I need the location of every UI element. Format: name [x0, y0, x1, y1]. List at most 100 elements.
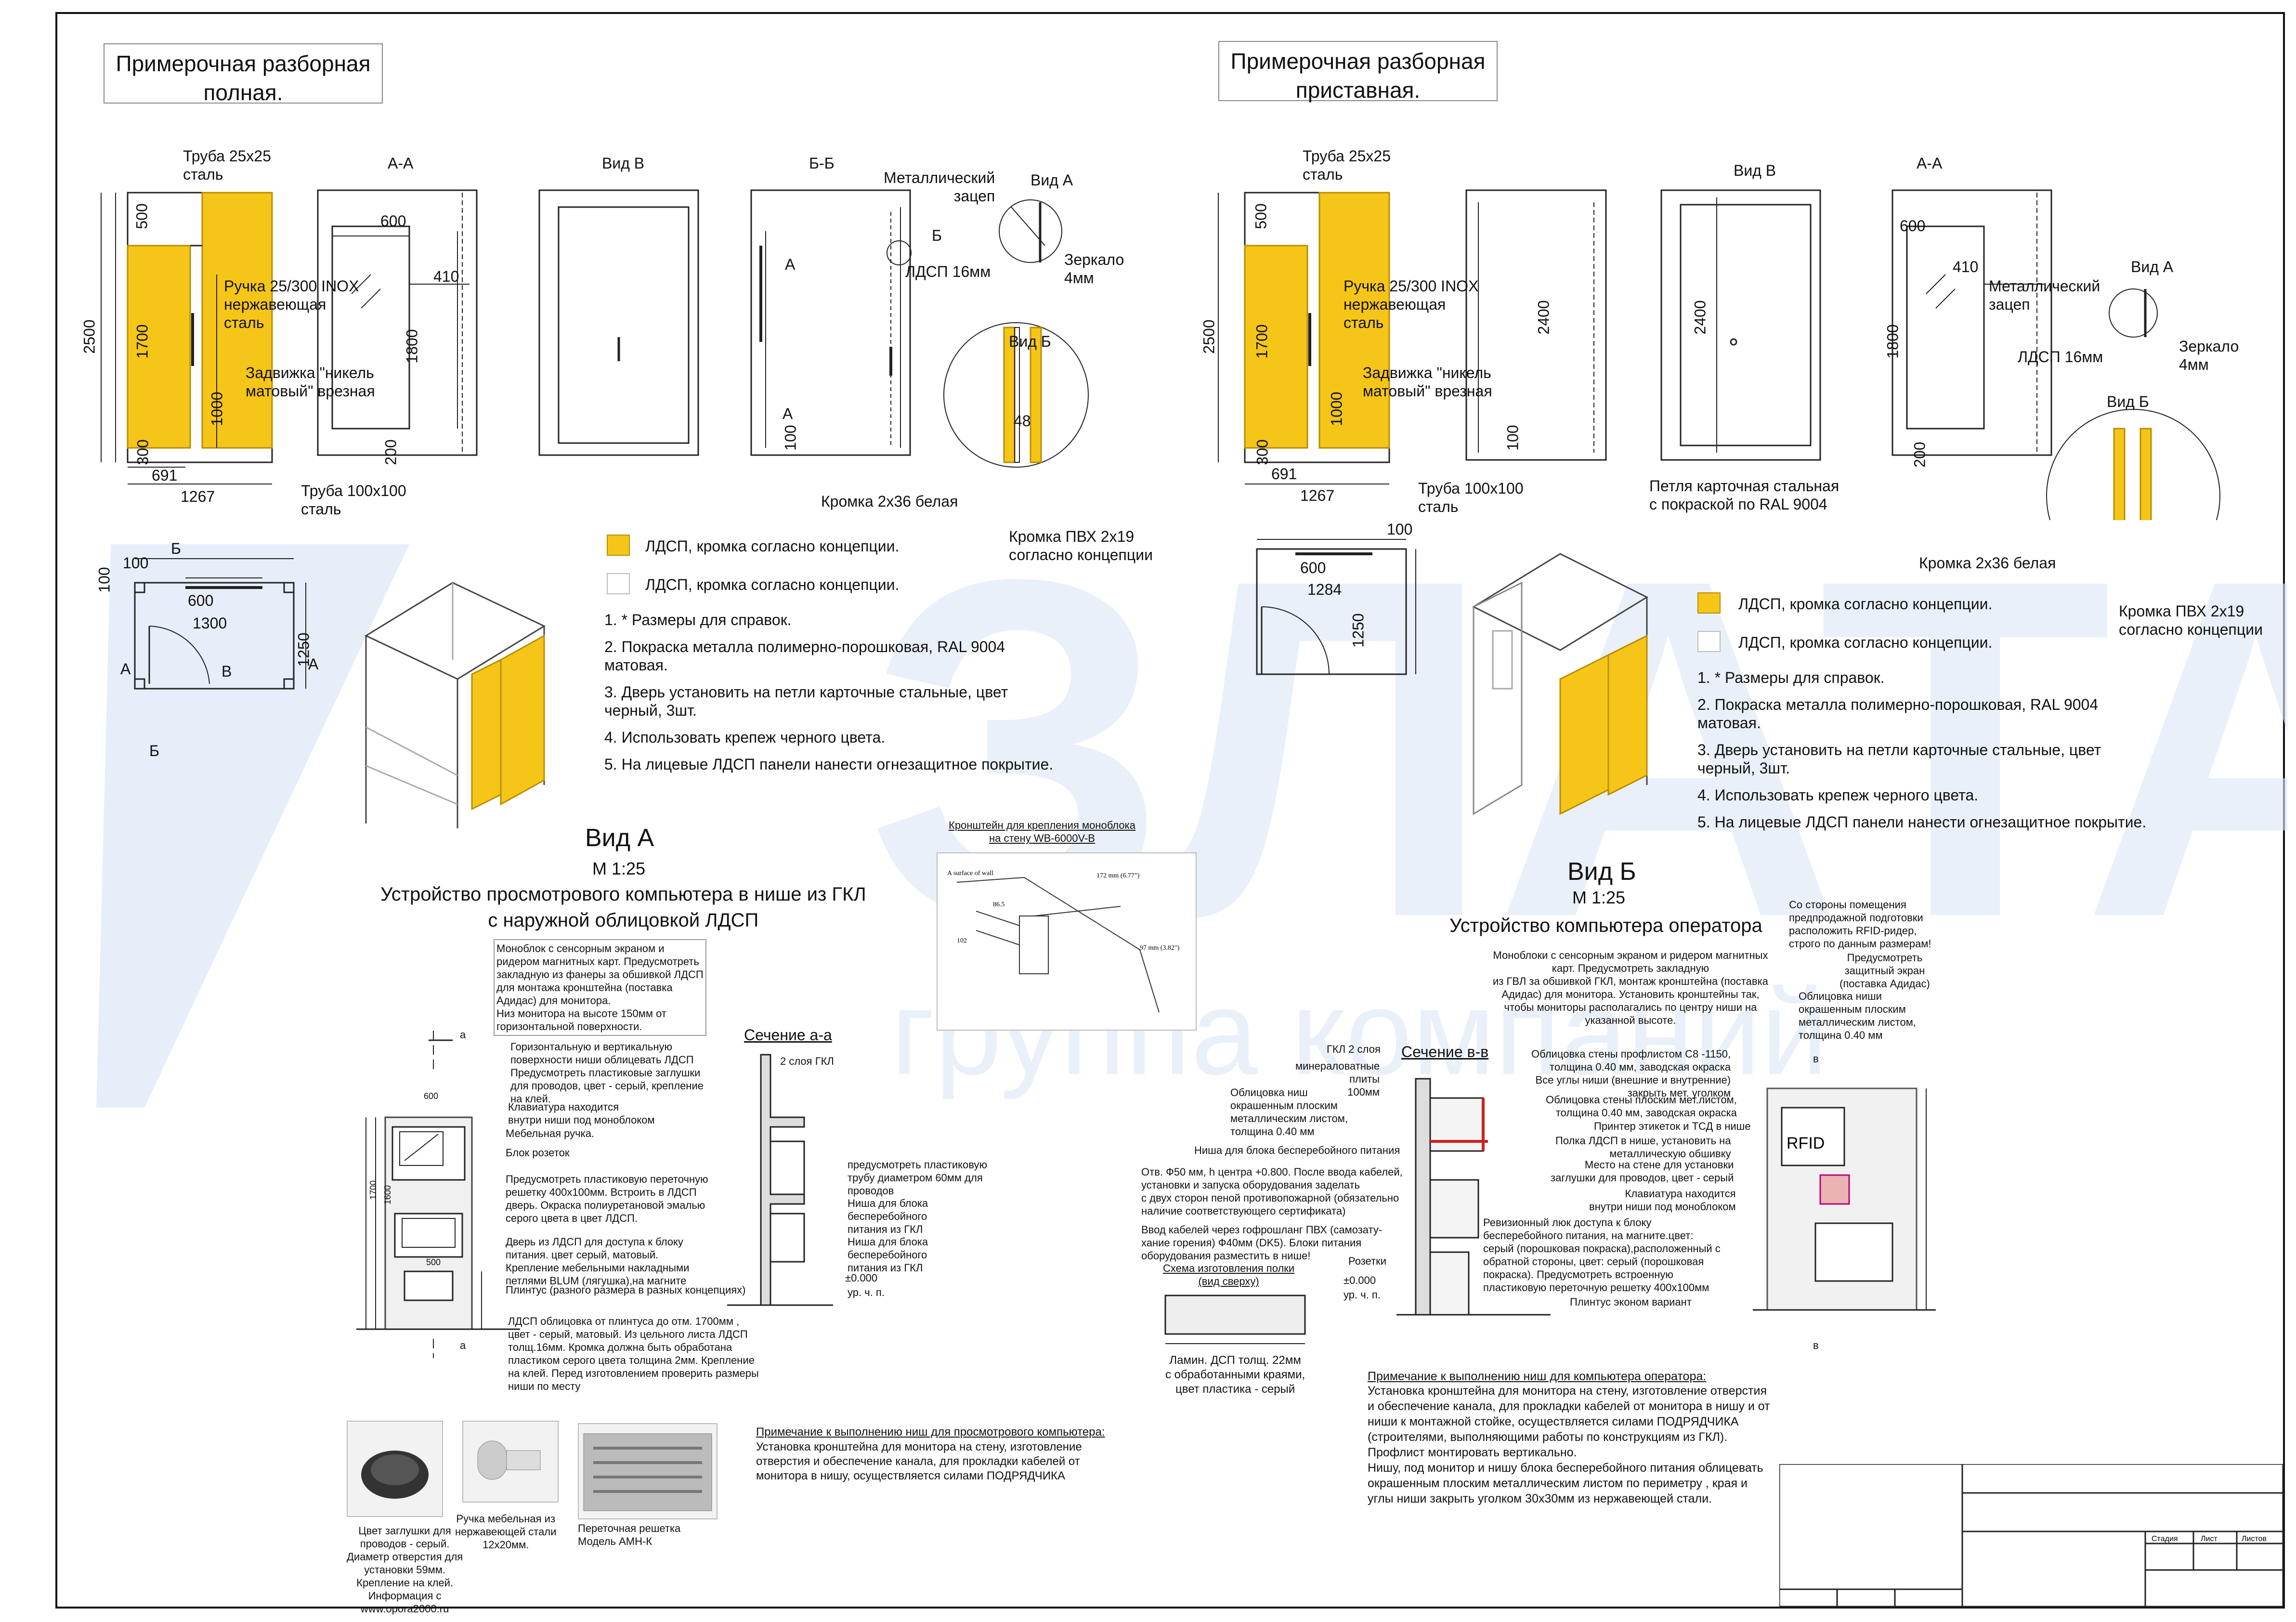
- l-note-3: 3. Дверь установить на петли карточные с…: [604, 683, 1008, 719]
- va-dim-4: 500: [426, 1257, 441, 1267]
- left-plan: [134, 558, 306, 690]
- va-note-11: Ниша для блока бесперебойного питания из…: [848, 1236, 928, 1274]
- vb-section: [1396, 1078, 1551, 1316]
- stamp-stage: Стадия: [2152, 1535, 2178, 1543]
- plan-outline: [134, 582, 295, 690]
- va-remark: Установка кронштейна для монитора на сте…: [756, 1440, 1082, 1482]
- l-dim-691: 691: [152, 467, 178, 484]
- ldsp-door: [201, 192, 273, 449]
- bracket-l1: 172 mm (6.77"): [1096, 872, 1140, 879]
- l-view-aa: А-А: [388, 155, 414, 172]
- l-ldsp16: ЛДСП 16мм: [905, 263, 991, 280]
- r-dim-1800: 1800: [1884, 324, 1902, 359]
- l-dim-600-plan: 600: [188, 592, 214, 609]
- title-full: Примерочная разборная полная.: [104, 43, 383, 105]
- l-notes: 1. * Размеры для справок. 2. Покраска ме…: [604, 602, 1053, 782]
- vb-note-far-1: Предусмотреть защитный экран (поставка А…: [1839, 952, 1930, 990]
- r-pipe100: Труба 100x100 сталь: [1418, 480, 1524, 515]
- va-scale: М 1:25: [592, 859, 646, 878]
- va-note-8: ЛДСП облицовка от плинтуса до отм. 1700м…: [508, 1315, 759, 1392]
- l-legend-yellow: [607, 535, 630, 556]
- vb-note-right-1: Облицовка стены плоским мет.листом, толщ…: [1546, 1094, 1737, 1119]
- section-bb: [750, 189, 911, 456]
- l-sec-a2: А: [783, 405, 793, 422]
- r-view-vbb: Вид Б: [2107, 393, 2149, 410]
- l-plan-v: В: [222, 663, 232, 680]
- l-view-bb: Б-Б: [809, 155, 835, 172]
- l-legend-1: ЛДСП, кромка согласно концепции.: [645, 537, 900, 555]
- bracket-l4: 102: [957, 937, 967, 944]
- l-mirror: Зеркало 4мм: [1064, 251, 1124, 287]
- r-legend-white: [1697, 631, 1721, 652]
- vb-remark: Установка кронштейна для монитора на сте…: [1368, 1384, 1770, 1505]
- l-note-5: 5. На лицевые ЛДСП панели нанести огнеза…: [604, 756, 1054, 773]
- r-legend-yellow: [1697, 592, 1721, 614]
- vb-note-right-2: Принтер этикеток и ТСД в нише: [1594, 1120, 1751, 1132]
- l-dim-300: 300: [134, 439, 152, 465]
- r-ldsp16: ЛДСП 16мм: [2018, 348, 2103, 366]
- vb-scale: М 1:25: [1572, 888, 1626, 907]
- ldsp-panel-left: [127, 245, 191, 449]
- r-hook: Металлический зацеп: [1989, 277, 2100, 313]
- stamp-sheet: Лист: [2201, 1535, 2218, 1543]
- r-dim-500: 500: [1252, 203, 1270, 229]
- vb-note-right-3: Полка ЛДСП в нише, установить на металли…: [1555, 1135, 1731, 1160]
- vb-note-left-4: Отв. Ф50 мм, h центра +0.800. После ввод…: [1141, 1166, 1403, 1217]
- vb-note-far-2: Облицовка ниши окрашенным плоским металл…: [1799, 990, 1916, 1041]
- l-plan-b1: Б: [171, 540, 181, 557]
- vb-note-far-0: Со стороны помещения предпродажной подго…: [1789, 899, 1931, 950]
- grommet-icon: [361, 1451, 429, 1499]
- r-edge219: Кромка ПВХ 2х19 согласно концепции: [2119, 602, 2263, 638]
- r-note-1: 1. * Размеры для справок.: [1697, 669, 1885, 686]
- va-elevation: [356, 1031, 520, 1358]
- r-dim-100-plan: 100: [1387, 521, 1413, 538]
- vb-scheme-cap: Ламин. ДСП толщ. 22мм с обработанными кр…: [1165, 1354, 1305, 1396]
- l-note-2: 2. Покраска металла полимерно-порошковая…: [604, 638, 1005, 674]
- r-note-5: 5. На лицевые ЛДСП панели нанести огнеза…: [1697, 813, 2147, 831]
- l-pipe25: Труба 25x25 сталь: [183, 147, 272, 183]
- vb-sec-v1: в: [1813, 1053, 1819, 1065]
- va-note-9: предусмотреть пластиковую трубу диаметро…: [848, 1159, 987, 1197]
- bracket-drawing: A surface of wall 172 mm (6.77") 97 mm (…: [937, 852, 1197, 1031]
- va-dim-2: 1700: [368, 1180, 378, 1200]
- r-dim-2400a: 2400: [1535, 300, 1552, 335]
- r-dim-1267: 1267: [1300, 487, 1335, 504]
- l-dim-100-plan: 100: [123, 554, 149, 572]
- r-dim-1284: 1284: [1307, 581, 1342, 598]
- bracket-l3: 86.5: [993, 901, 1005, 908]
- vb-note-left-5: Ввод кабелей через гофрошланг ПВХ (самоз…: [1141, 1224, 1383, 1262]
- vb-subtitle: Устройство компьютера оператора: [1449, 915, 1762, 936]
- grille-icon: [583, 1433, 712, 1511]
- vb-note-left-3: Ниша для блока бесперебойного питания: [1194, 1144, 1400, 1156]
- photo-cap-2: Переточная решетка Модель АМН-К: [578, 1522, 681, 1547]
- view-b-door: [558, 206, 690, 444]
- right-plan: [1256, 539, 1416, 675]
- l-latch: Задвижка "никель матовый" врезная: [246, 364, 375, 400]
- vb-note-right-0: Облицовка стены профлистом С8 -1150, тол…: [1531, 1048, 1731, 1099]
- r-note-3: 3. Дверь установить на петли карточные с…: [1697, 741, 2101, 777]
- vb-level-lbl: ур. ч. п.: [1344, 1289, 1381, 1301]
- l-legend-2: ЛДСП, кромка согласно концепции.: [645, 576, 900, 593]
- title-attached: Примерочная разборная приставная.: [1218, 41, 1498, 103]
- sheet-frame: [55, 12, 2285, 1609]
- r-edge236: Кромка 2х36 белая: [1919, 554, 2056, 572]
- left-isometric: [364, 582, 546, 828]
- l-dim-2500: 2500: [80, 319, 98, 354]
- photo-grille: [578, 1423, 718, 1519]
- l-dim-200: 200: [382, 439, 400, 465]
- photo-cap-0: Цвет заглушки для проводов - серый. Диам…: [347, 1525, 463, 1615]
- va-note-2: Клавиатура находится внутри ниши под мон…: [508, 1101, 655, 1126]
- vb-scheme-title: Схема изготовления полки (вид сверху): [1163, 1262, 1295, 1287]
- r-view-vb: Вид В: [1734, 162, 1776, 179]
- r-dim-600: 600: [1900, 217, 1926, 235]
- shelf-rect: [1164, 1295, 1306, 1335]
- l-dim-1700: 1700: [133, 324, 151, 359]
- r-note-4: 4. Использовать крепеж черного цвета.: [1697, 786, 1979, 804]
- vb-remark-title: Примечание к выполнению ниш для компьюте…: [1368, 1370, 1707, 1383]
- va-section-title: Сечение а-а: [744, 1026, 832, 1044]
- l-handle: Ручка 25/300 INOX нержавеющая сталь: [224, 277, 359, 331]
- va-note-1: Горизонтальную и вертикальную поверхност…: [510, 1041, 704, 1105]
- vb-note-right-6: Ревизионный люк доступа к блоку беспереб…: [1483, 1216, 1721, 1294]
- r-handle: Ручка 25/300 INOX нержавеющая сталь: [1344, 277, 1479, 331]
